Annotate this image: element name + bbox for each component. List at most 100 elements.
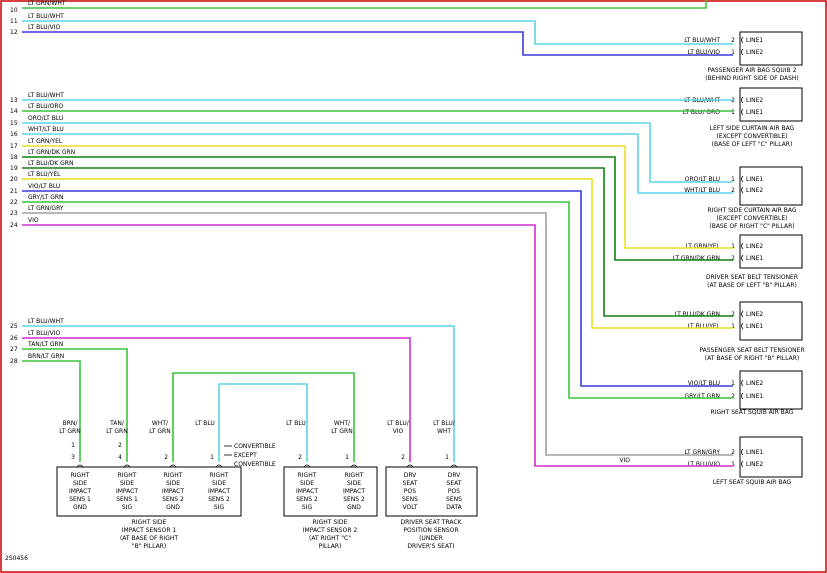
wire-label: GRY/LT GRN — [684, 393, 720, 400]
pin-number: 21 — [10, 188, 18, 195]
pin-label: 2 — [118, 442, 122, 449]
connector-symbol — [406, 464, 414, 468]
connector-symbol — [741, 108, 744, 116]
sensor-col-label: SIG — [302, 504, 313, 511]
component-caption: PASSENGER SEAT BELT TENSIONER — [699, 347, 804, 354]
wire-label: ORO/LT BLU — [685, 176, 720, 183]
wire-label: LT BLU/VIO — [28, 24, 61, 31]
pin-number: 16 — [10, 131, 18, 138]
connector-symbol — [123, 464, 131, 468]
sensor-caption: "B" PILLAR) — [132, 543, 166, 550]
line-label: LINE2 — [746, 461, 763, 468]
sensor-caption: POSITION SENSOR — [403, 527, 458, 534]
wire-label: WHT/LT BLU — [684, 187, 720, 194]
sensor-col-label: DRV — [448, 472, 461, 479]
component-caption: LEFT SIDE CURTAIN AIR BAG — [710, 125, 795, 132]
wire-16 — [22, 133, 733, 194]
sensor-col-label: GND — [347, 504, 361, 511]
sensor-col-label: IMPACT — [116, 488, 138, 495]
connector-symbol — [303, 464, 311, 468]
pin-label: 1 — [210, 454, 214, 461]
wire-21 — [22, 190, 733, 387]
wire-label: LT GRN/WHT — [28, 0, 66, 7]
wire-label: LT BLU/WHT — [28, 318, 64, 325]
pin-number: 23 — [10, 210, 18, 217]
sensor-col-label: DATA — [446, 504, 462, 511]
wire-18 — [22, 156, 733, 261]
line-label: LINE1 — [746, 449, 763, 456]
wire-label: GRY/LT GRN — [28, 194, 64, 201]
pin-number: 11 — [10, 18, 18, 25]
sensor-col-label: SIG — [122, 504, 133, 511]
wire-12 — [22, 31, 733, 56]
sensor-col-label: GND — [166, 504, 180, 511]
sensor-col-label: SIDE — [166, 480, 180, 487]
component-caption: RIGHT SEAT SQUIB AIR BAG — [711, 409, 794, 416]
sensor-col-label: SIDE — [212, 480, 226, 487]
pin-label: 4 — [118, 454, 122, 461]
component-box — [739, 234, 803, 269]
component-caption: DRIVER SEAT BELT TENSIONER — [706, 274, 798, 281]
vertical-wire-label: LT BLU — [195, 420, 215, 427]
pin-number: 22 — [10, 199, 18, 206]
sensor-caption: PILLAR) — [319, 543, 342, 550]
pin-label: 1 — [731, 109, 735, 116]
wire-label: LT BLU/VIO — [688, 49, 721, 56]
sensor-caption: IMPACT SENSOR 1 — [122, 527, 177, 534]
sensor-box — [56, 466, 242, 517]
connector-symbol — [741, 310, 744, 318]
wire-label: LT GRN/YEL — [686, 243, 721, 250]
connector-symbol — [741, 242, 744, 250]
pin-label: 1 — [731, 49, 735, 56]
connector-symbol — [741, 448, 744, 456]
line-label: LINE2 — [746, 187, 763, 194]
wire-label: TAN/LT GRN — [27, 341, 63, 348]
connector-symbol — [169, 464, 177, 468]
connector-symbol — [741, 254, 744, 262]
pin-number: 10 — [10, 7, 18, 14]
pin-number: 17 — [10, 143, 18, 150]
wire-label: LT GRN/DK GRN — [673, 255, 720, 262]
pin-label: 2 — [731, 311, 735, 318]
line-label: LINE2 — [746, 380, 763, 387]
wire-label: VIO — [619, 457, 630, 464]
sensor-col-label: SENS 2 — [208, 496, 230, 503]
wire-label: LT BLU/YEL — [28, 171, 61, 178]
wire-15 — [22, 122, 733, 183]
sensor-col-label: SEAT — [403, 480, 418, 487]
wire-label: VIO/LT BLU — [688, 380, 720, 387]
sensor-caption: DRIVER SEAT TRACK — [400, 519, 462, 526]
vertical-wire-label: LT GRN — [149, 428, 170, 435]
vertical-wire-label: VIO — [393, 428, 404, 435]
pin-label: 2 — [731, 449, 735, 456]
sensor-col-label: GND — [73, 504, 87, 511]
vertical-wire-label: TAN/ — [109, 420, 125, 427]
pin-label: 1 — [731, 176, 735, 183]
wire-20 — [22, 178, 733, 329]
line-label: LINE1 — [746, 255, 763, 262]
sensor-col-label: IMPACT — [343, 488, 365, 495]
component-box — [739, 370, 803, 410]
vertical-wire-label: LT GRN — [106, 428, 127, 435]
sensor-col-label: RIGHT — [345, 472, 364, 479]
connector-symbol — [741, 186, 744, 194]
wire-label: LT GRN/DK GRN — [28, 149, 75, 156]
pin-number: 12 — [10, 29, 18, 36]
component-box — [739, 87, 803, 122]
component-box — [739, 436, 803, 478]
pin-label: 1 — [445, 454, 449, 461]
pin-label: 1 — [71, 442, 75, 449]
wire-17 — [22, 145, 733, 249]
vertical-wire-label: LT BLU/ — [433, 420, 456, 427]
line-label: LINE1 — [746, 176, 763, 183]
sensor-col-label: IMPACT — [208, 488, 230, 495]
connector-symbol — [741, 48, 744, 56]
pin-label: 1 — [345, 454, 349, 461]
wire-11 — [22, 20, 733, 45]
pin-number: 24 — [10, 222, 18, 229]
component-caption: (BASE OF RIGHT "C" PILLAR) — [709, 223, 794, 230]
wire-label: WHT/LT BLU — [28, 126, 64, 133]
sensor-col-label: SENS — [446, 496, 462, 503]
sensor-caption: IMPACT SENSOR 2 — [303, 527, 358, 534]
vertical-wire-label: LT BLU — [286, 420, 306, 427]
